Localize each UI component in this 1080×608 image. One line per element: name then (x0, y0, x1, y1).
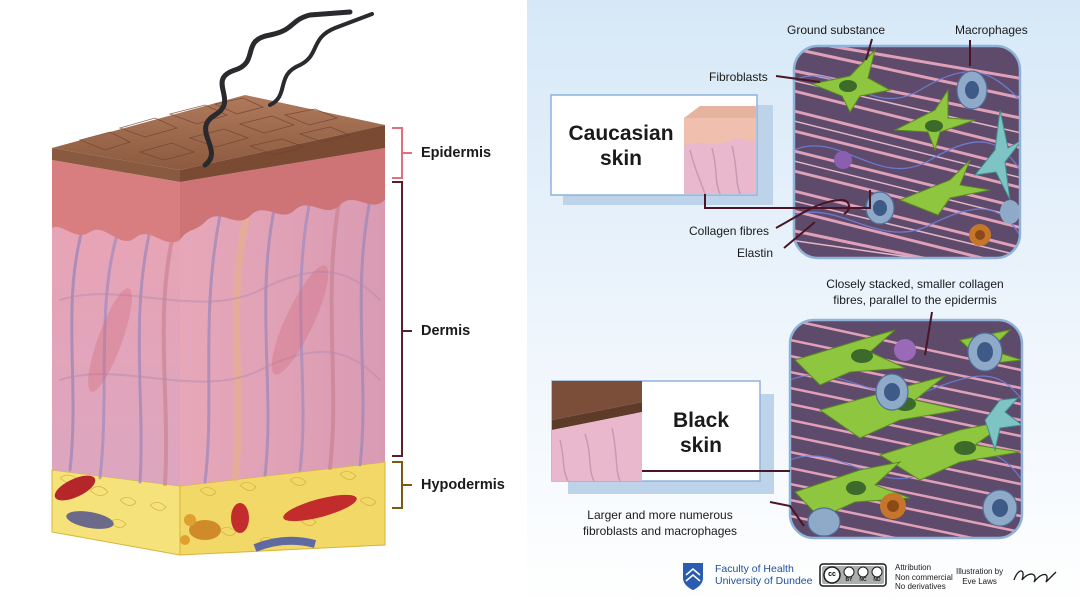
dermis-label: Dermis (421, 323, 471, 339)
cc-nd-text: ND (873, 577, 881, 583)
fibroblast-caption: Larger and more numerous fibroblasts and… (582, 508, 738, 538)
pointer-lines (642, 38, 971, 527)
cc-license-icon (819, 563, 887, 587)
ground-substance-label: Ground substance (787, 23, 886, 37)
macrophages-label: Macrophages (955, 23, 1028, 37)
caucasian-card (550, 94, 773, 205)
collagen-caption: Closely stacked, smaller collagen fibres… (826, 277, 1004, 307)
epidermis-label: Epidermis (421, 145, 492, 161)
dundee-crest-icon (683, 563, 703, 590)
cc-nc-text: NC (859, 577, 867, 583)
black-card (551, 380, 774, 494)
fibroblasts-label: Fibroblasts (709, 70, 768, 84)
cc-badge-text: cc (828, 571, 836, 578)
collagen-fibres-label: Collagen fibres (689, 224, 770, 238)
license-text: Attribution Non commercial No derivative… (895, 563, 953, 591)
signature-icon (1013, 570, 1057, 583)
skin-block (51, 9, 386, 556)
black-card-title: Black skin (672, 409, 730, 457)
cc-by-text: BY (845, 577, 853, 583)
credit-text: Illustration by Eve Laws (956, 567, 1004, 586)
layer-brackets (392, 127, 412, 509)
caucasian-micro-panel (792, 44, 1022, 260)
black-micro-panel (788, 318, 1024, 540)
hypodermis-label: Hypodermis (421, 477, 505, 493)
faculty-text: Faculty of Health University of Dundee (715, 563, 813, 587)
caucasian-card-title: Caucasian skin (568, 122, 674, 170)
elastin-label: Elastin (737, 246, 774, 260)
